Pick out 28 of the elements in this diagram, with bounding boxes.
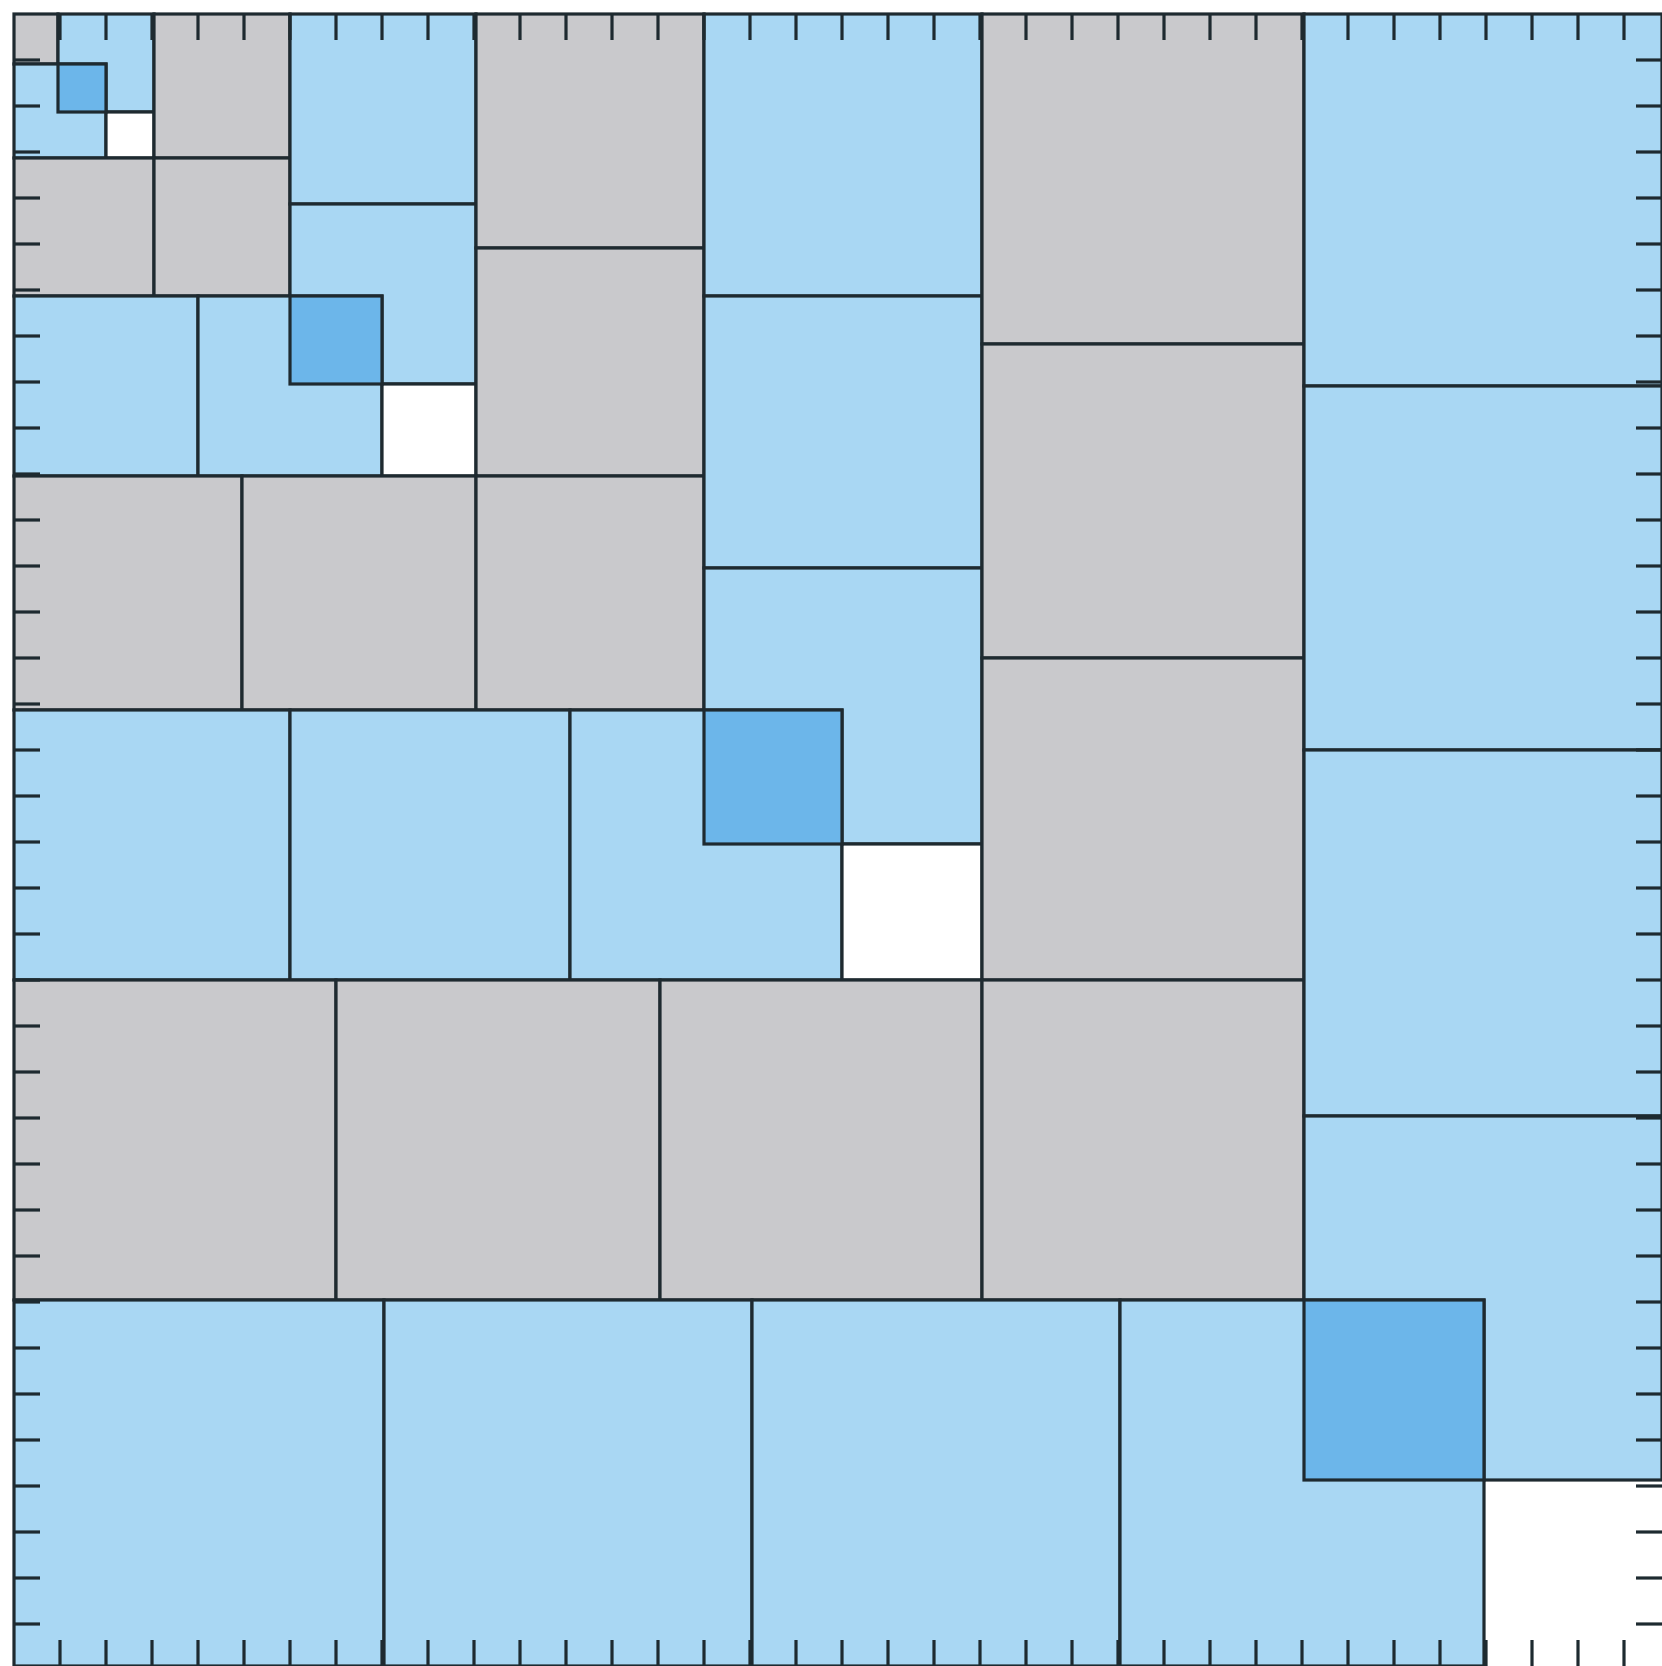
overlap-square xyxy=(702,708,844,846)
tile-rectangle xyxy=(334,978,662,1302)
overlap-square xyxy=(56,62,108,114)
tile-rectangle xyxy=(288,12,478,206)
empty-square xyxy=(380,382,478,478)
tile-rectangle xyxy=(12,156,156,298)
tile-rectangle xyxy=(474,12,706,250)
empty-square xyxy=(104,110,156,160)
tile-rectangle xyxy=(702,294,984,570)
tile-rectangle xyxy=(702,12,984,298)
tile-rectangle xyxy=(288,708,572,982)
tile-rectangle xyxy=(980,978,1306,1302)
tile-rectangle xyxy=(12,294,200,478)
tile-rectangle xyxy=(980,12,1306,346)
tile-rectangle xyxy=(980,656,1306,982)
overlap-square xyxy=(288,294,384,386)
tile-rectangle xyxy=(658,978,984,1302)
tile-rectangle xyxy=(152,12,292,160)
tile-rectangle xyxy=(980,342,1306,660)
tile-rectangle xyxy=(12,978,338,1302)
tile-rectangle xyxy=(12,708,292,982)
tile-rectangle xyxy=(474,246,706,478)
tile-rectangle xyxy=(474,474,706,712)
overlap-square xyxy=(1302,1298,1486,1482)
empty-square xyxy=(840,842,984,982)
tile-rectangle xyxy=(12,474,244,712)
tile-rectangle xyxy=(152,156,292,298)
tile-rectangle xyxy=(240,474,478,712)
